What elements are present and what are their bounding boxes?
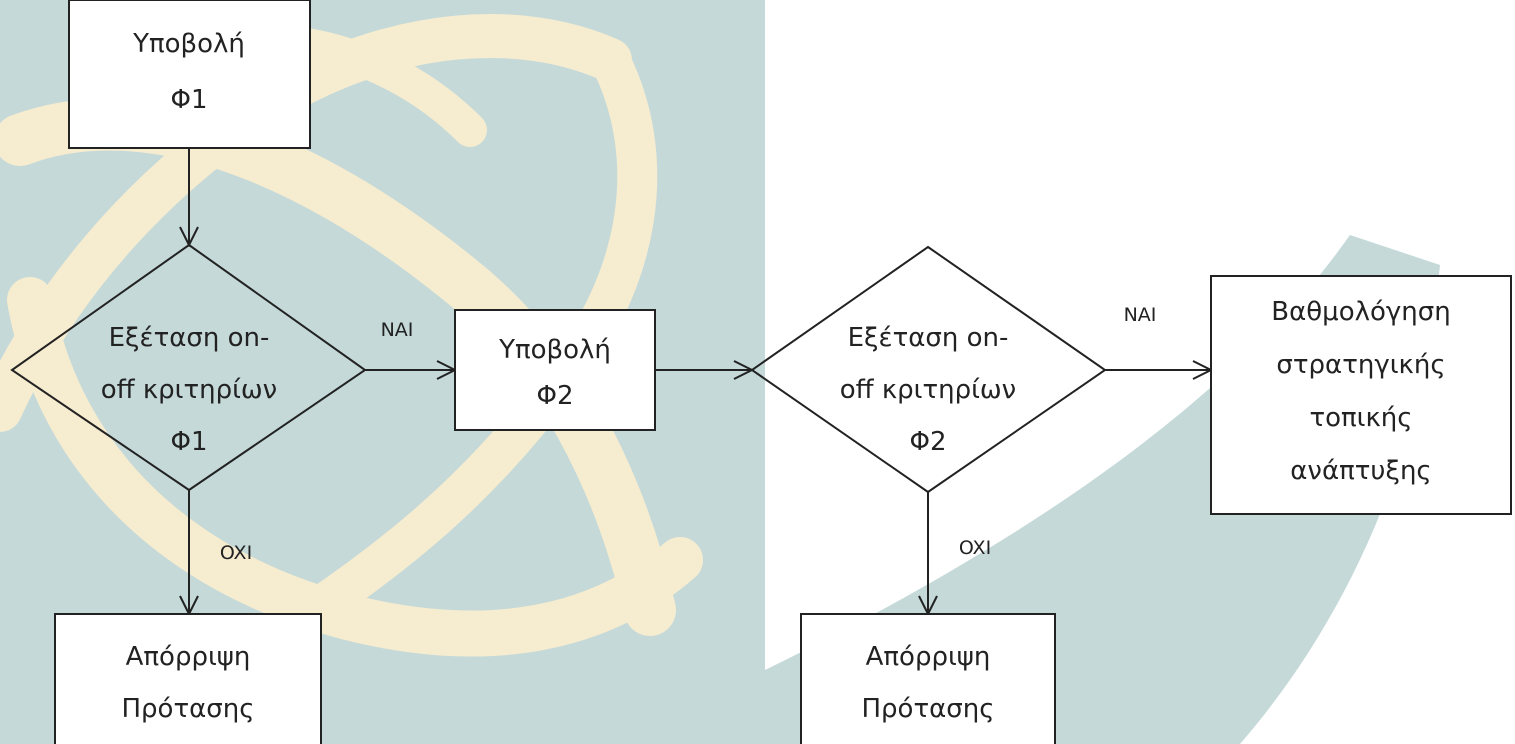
edge-label-no-1: OXI bbox=[220, 542, 252, 564]
node-scoring-line2: στρατηγικής bbox=[1276, 350, 1445, 380]
node-check-f2-line1: Εξέταση on- bbox=[848, 323, 1009, 353]
node-reject-1-line1: Απόρριψη bbox=[126, 642, 251, 672]
edge-label-yes-2: NAI bbox=[1124, 304, 1157, 326]
node-submit-f2-line2: Φ2 bbox=[536, 381, 573, 411]
node-scoring-line3: τοπικής bbox=[1309, 403, 1412, 433]
node-check-f2-line3: Φ2 bbox=[909, 427, 946, 457]
node-check-f1-line2: off κριτηρίων bbox=[101, 375, 277, 405]
edge-label-yes-1: NAI bbox=[381, 319, 414, 341]
node-submit-f1-line2: Φ1 bbox=[170, 85, 207, 115]
node-check-f1: Εξέταση on- off κριτηρίων Φ1 bbox=[10, 243, 367, 492]
node-submit-f1: Υποβολή Φ1 bbox=[68, 0, 311, 149]
node-check-f1-diamond bbox=[10, 243, 367, 492]
node-check-f1-line1: Εξέταση on- bbox=[109, 323, 270, 353]
node-scoring-box bbox=[1210, 275, 1512, 515]
node-scoring: Βαθμολόγηση στρατηγικής τοπικής ανάπτυξη… bbox=[1210, 275, 1512, 515]
edges bbox=[189, 148, 1211, 614]
node-submit-f2-line1: Υποβολή bbox=[498, 335, 611, 365]
node-check-f2: Εξέταση on- off κριτηρίων Φ2 bbox=[750, 245, 1107, 494]
node-reject-2-box bbox=[800, 613, 1056, 744]
node-submit-f2-box bbox=[454, 309, 656, 431]
node-submit-f2: Υποβολή Φ2 bbox=[454, 309, 656, 431]
node-submit-f1-line1: Υποβολή bbox=[132, 29, 245, 59]
node-reject-2: Απόρριψη Πρότασης bbox=[800, 613, 1056, 744]
node-check-f2-diamond bbox=[750, 245, 1107, 494]
node-reject-1: Απόρριψη Πρότασης bbox=[54, 613, 322, 744]
node-scoring-line1: Βαθμολόγηση bbox=[1271, 297, 1450, 327]
node-reject-1-line2: Πρότασης bbox=[122, 694, 255, 724]
node-check-f1-line3: Φ1 bbox=[170, 427, 207, 457]
node-reject-2-line2: Πρότασης bbox=[862, 694, 995, 724]
node-check-f2-line2: off κριτηρίων bbox=[840, 375, 1016, 405]
node-submit-f1-box bbox=[68, 0, 311, 149]
edge-label-no-2: OXI bbox=[959, 537, 991, 559]
node-reject-1-box bbox=[54, 613, 322, 744]
node-scoring-line4: ανάπτυξης bbox=[1290, 456, 1431, 486]
node-reject-2-line1: Απόρριψη bbox=[866, 642, 991, 672]
